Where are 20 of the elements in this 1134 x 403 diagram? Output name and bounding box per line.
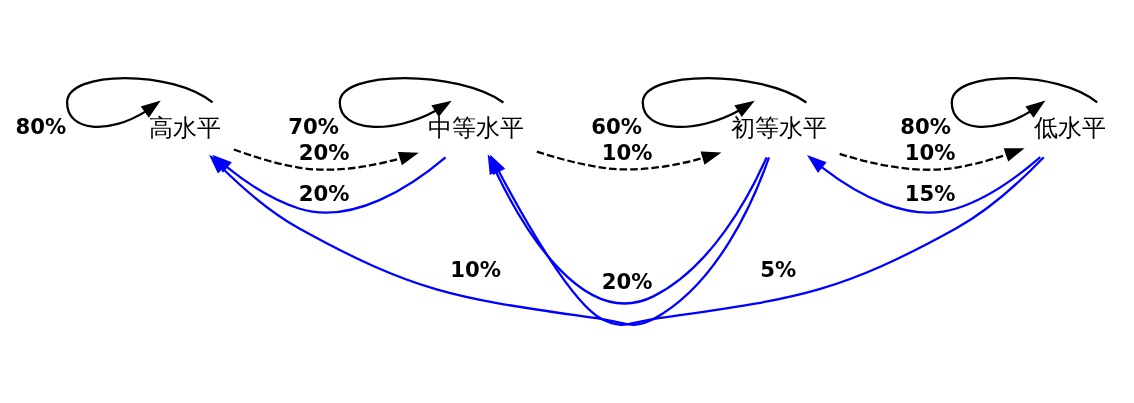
edge-label: 20%: [298, 140, 350, 166]
edge-label: 80%: [900, 113, 951, 139]
node-text: 中等水平: [428, 113, 525, 142]
edge-label: 5%: [760, 256, 797, 282]
node-text: 高水平: [149, 113, 222, 142]
arrow: [536, 150, 722, 171]
edge-label: 10%: [904, 140, 956, 166]
edge-label: 80%: [15, 113, 67, 139]
edge-label: 70%: [288, 113, 339, 139]
edge-label: 20%: [601, 269, 653, 295]
edge-label: 60%: [591, 113, 642, 139]
node-text: 初等水平: [731, 113, 828, 142]
edge-label: 20%: [298, 181, 350, 207]
edge-label: 10%: [601, 140, 653, 166]
edge-label: 10%: [450, 256, 502, 282]
node-text: 低水平: [1033, 113, 1106, 142]
arrow: [806, 155, 1041, 214]
arrow: [233, 148, 419, 171]
arrow: [839, 148, 1025, 171]
edge-label: 15%: [904, 181, 956, 207]
